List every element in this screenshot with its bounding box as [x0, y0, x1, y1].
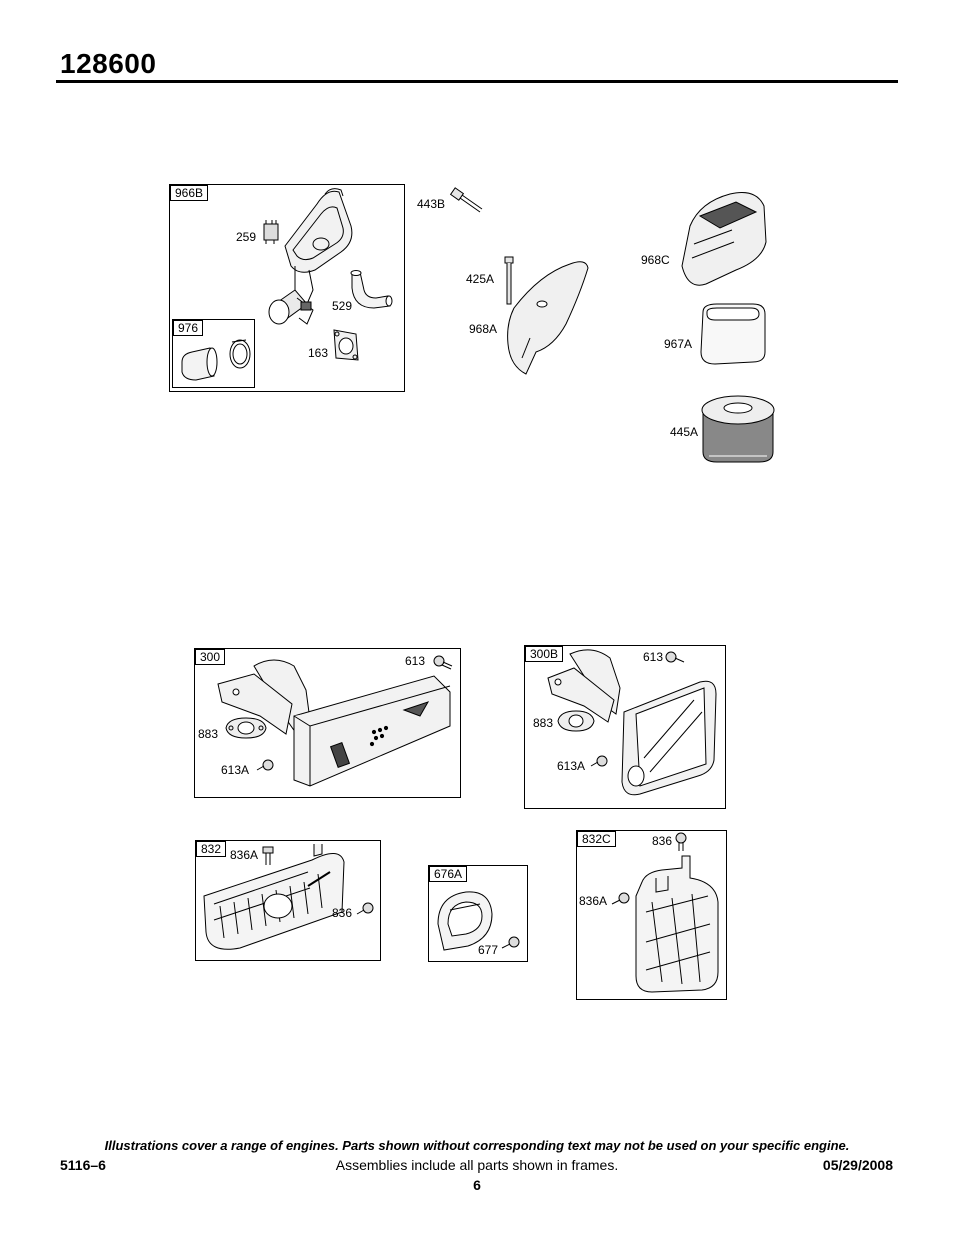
frame-tag-676a: 676A [429, 866, 468, 882]
part-label-832c-836a: 836A [579, 894, 608, 908]
frame-976 [172, 319, 255, 388]
part-label-832c-836: 836 [652, 834, 673, 848]
part-label-300b-883: 883 [533, 716, 554, 730]
part-label-677: 677 [478, 943, 499, 957]
air-cleaner-base-illustration [255, 186, 401, 336]
frame-tag-832c: 832C [577, 831, 616, 847]
frame-300b [524, 645, 726, 809]
part-label-300-613: 613 [405, 654, 426, 668]
gasket-883-icon [224, 714, 268, 742]
tube-529-icon [346, 270, 396, 312]
frame-tag-300: 300 [195, 649, 226, 665]
part-label-300-613a: 613A [221, 763, 250, 777]
screw-613-icon [432, 654, 454, 670]
part-label-832-836a: 836A [230, 848, 259, 862]
cover-968a-illustration [500, 254, 592, 378]
bolt-425a-icon [503, 256, 515, 306]
page-number: 6 [473, 1177, 481, 1193]
frame-tag-300b: 300B [525, 646, 564, 662]
part-label-300-883: 883 [198, 727, 219, 741]
frame-tag-976: 976 [173, 320, 204, 336]
part-label-443b: 443B [417, 197, 446, 211]
part-label-163: 163 [308, 346, 329, 360]
cover-968c-illustration [676, 186, 770, 300]
part-label-445a: 445A [670, 425, 699, 439]
footer-disclaimer: Illustrations cover a range of engines. … [104, 1138, 850, 1153]
document-id: 5116–6 [60, 1157, 106, 1173]
gasket-883-icon-2 [556, 708, 596, 734]
document-date: 05/29/2008 [822, 1157, 893, 1173]
screw-836-icon [356, 900, 376, 918]
muffler-300-illustration [214, 656, 454, 792]
screw-836a-icon-2 [610, 890, 632, 908]
guard-832c-illustration [632, 852, 722, 994]
breather-976-illustration [176, 332, 252, 384]
frames-note: Assemblies include all parts shown in fr… [335, 1157, 619, 1173]
screw-613a-icon-2 [590, 754, 612, 770]
gasket-163-icon [328, 326, 362, 366]
frame-676a [428, 865, 528, 962]
screw-677-icon [500, 934, 522, 952]
part-label-259: 259 [236, 230, 257, 244]
filter-445a-icon [697, 386, 781, 466]
part-label-300b-613: 613 [643, 650, 664, 664]
frame-832c [576, 830, 727, 1000]
part-label-832-836: 836 [332, 906, 353, 920]
precleaner-967a-icon [697, 300, 769, 368]
frame-tag-832: 832 [196, 841, 227, 857]
guard-832-illustration [200, 844, 348, 954]
part-label-529: 529 [332, 299, 353, 313]
frame-300 [194, 648, 461, 798]
part-label-968a: 968A [469, 322, 498, 336]
frame-832 [195, 840, 381, 961]
screw-836-icon-2 [674, 832, 688, 851]
screw-613-icon-2 [664, 650, 686, 666]
screw-613a-icon [256, 758, 276, 774]
frame-966b [169, 184, 405, 392]
screw-443b-icon [450, 188, 484, 216]
part-label-967a: 967A [664, 337, 693, 351]
part-label-968c: 968C [641, 253, 670, 267]
frame-tag-966b: 966B [170, 185, 209, 201]
muffler-300b-illustration [544, 648, 720, 802]
part-label-425a: 425A [466, 272, 495, 286]
page-title: 128600 [60, 48, 157, 79]
screw-836a-icon [262, 846, 274, 865]
header-rule [56, 80, 898, 83]
deflector-676a-illustration [430, 884, 500, 954]
part-label-300b-613a: 613A [557, 759, 586, 773]
clip-259-icon [262, 220, 282, 244]
